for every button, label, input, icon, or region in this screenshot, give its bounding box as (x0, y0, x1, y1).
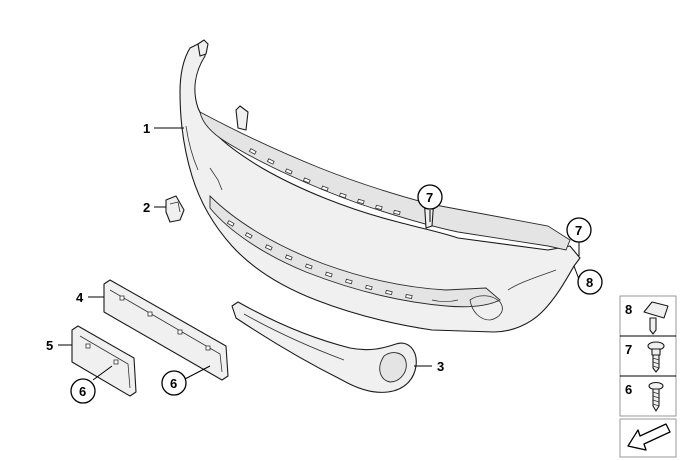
svg-text:5: 5 (46, 338, 53, 353)
svg-text:7: 7 (625, 342, 632, 357)
leader-lines (58, 127, 581, 381)
callout-7-right: 7 (566, 217, 592, 243)
svg-text:1: 1 (143, 121, 150, 136)
svg-text:6: 6 (79, 384, 86, 399)
callout-3: 3 (437, 359, 444, 374)
svg-text:6: 6 (625, 382, 632, 397)
legend-panel: 8 7 6 (619, 295, 677, 417)
svg-text:8: 8 (586, 275, 593, 290)
arrow-icon[interactable] (619, 418, 677, 458)
svg-text:2: 2 (143, 200, 150, 215)
adapter-plate (71, 325, 137, 397)
callout-6-left: 6 (70, 378, 96, 404)
clip-nut-icon (643, 301, 669, 335)
plate-bracket (103, 279, 229, 381)
legend-item-screw: 7 (625, 341, 665, 373)
svg-text:8: 8 (625, 302, 632, 317)
bumper-panel (179, 39, 581, 333)
svg-text:7: 7 (426, 190, 433, 205)
slot-row-lower (226, 220, 413, 299)
cover-cap (165, 195, 185, 223)
legend-item-clip: 8 (625, 301, 669, 335)
svg-text:7: 7 (575, 223, 582, 238)
callout-2: 2 (143, 200, 150, 215)
svg-text:4: 4 (76, 290, 84, 305)
callout-4: 4 (76, 290, 84, 305)
collar-screw-icon (647, 341, 665, 373)
slot-row-upper (248, 148, 401, 216)
svg-text:3: 3 (437, 359, 444, 374)
callout-1: 1 (143, 121, 150, 136)
tapping-screw-icon (648, 381, 664, 412)
legend-item-bolt: 6 (625, 381, 664, 412)
svg-text:6: 6 (170, 376, 177, 391)
callout-6-right: 6 (161, 370, 187, 396)
callout-8: 8 (577, 269, 603, 295)
callout-5: 5 (46, 338, 53, 353)
callout-7-center: 7 (417, 184, 443, 210)
